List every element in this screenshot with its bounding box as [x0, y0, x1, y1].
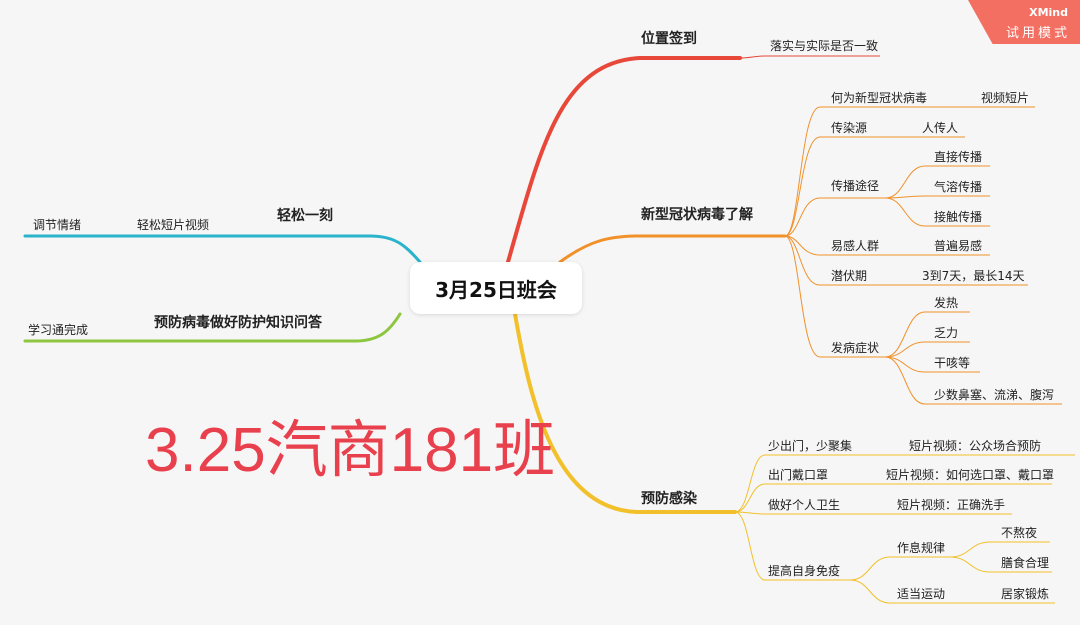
subtopic-regular-rest[interactable]: 作息规律	[897, 541, 946, 555]
leaf-mood[interactable]: 调节情绪	[33, 218, 82, 232]
leaf-mask-video[interactable]: 短片视频：如何选口罩、戴口罩	[886, 468, 1055, 482]
subtopic-what-virus[interactable]: 何为新型冠状病毒	[831, 91, 928, 105]
root-topic[interactable]: 3月25日班会	[410, 262, 582, 314]
leaf-no-late-nights[interactable]: 不熬夜	[1001, 526, 1038, 540]
topic-prevent[interactable]: 预防感染	[641, 491, 697, 507]
leaf-symptom-cough[interactable]: 干咳等	[934, 356, 971, 370]
branch-virus-line	[558, 234, 787, 264]
subtopic-mask[interactable]: 出门戴口罩	[768, 468, 829, 482]
branch-quiz-line	[23, 312, 402, 343]
subtopic-position-check[interactable]: 落实与实际是否一致	[770, 39, 879, 53]
leaf-susceptible-all[interactable]: 普遍易感	[934, 239, 983, 253]
leaf-symptom-fatigue[interactable]: 乏力	[934, 326, 959, 340]
subtopic-relax-video[interactable]: 轻松短片视频	[137, 218, 210, 232]
topic-position[interactable]: 位置签到	[641, 31, 697, 47]
leaf-video-clip[interactable]: 视频短片	[981, 91, 1030, 105]
leaf-human-to-human[interactable]: 人传人	[922, 121, 959, 135]
subtopic-susceptible[interactable]: 易感人群	[831, 239, 880, 253]
subtopic-hygiene[interactable]: 做好个人卫生	[768, 498, 841, 512]
leaf-route-direct[interactable]: 直接传播	[934, 150, 983, 164]
leaf-public-prevention-video[interactable]: 短片视频：公众场合预防	[909, 439, 1042, 453]
class-watermark: 3.25汽商181班	[145, 416, 556, 485]
brand-label: XMind	[1029, 6, 1068, 19]
trial-mode-label: 试用模式	[1005, 26, 1070, 41]
leaf-balanced-diet[interactable]: 膳食合理	[1001, 556, 1050, 570]
leaf-home-exercise[interactable]: 居家锻炼	[1001, 587, 1050, 601]
leaf-handwash-video[interactable]: 短片视频：正确洗手	[897, 498, 1006, 512]
subtopic-immunity[interactable]: 提高自身免疫	[768, 564, 841, 578]
topic-virus[interactable]: 新型冠状病毒了解	[641, 207, 753, 223]
leaf-route-aerosol[interactable]: 气溶传播	[934, 180, 983, 194]
leaf-incubation-days[interactable]: 3到7天，最长14天	[922, 269, 1025, 283]
subtopic-stay-home[interactable]: 少出门，少聚集	[768, 439, 853, 453]
branch-relax-line	[23, 234, 422, 264]
leaf-symptom-other[interactable]: 少数鼻塞、流涕、腹泻	[934, 388, 1055, 402]
subtopic-quiz-platform[interactable]: 学习通完成	[28, 323, 89, 337]
subtopic-source[interactable]: 传染源	[831, 121, 868, 135]
subtopic-symptoms[interactable]: 发病症状	[831, 341, 880, 355]
branch-position-line	[506, 56, 742, 264]
leaf-route-contact[interactable]: 接触传播	[934, 210, 983, 224]
subtopic-route[interactable]: 传播途径	[831, 179, 880, 193]
leaf-symptom-fever[interactable]: 发热	[934, 296, 959, 310]
branch-prevent-line	[513, 312, 737, 514]
subtopic-exercise[interactable]: 适当运动	[897, 587, 946, 601]
topic-quiz[interactable]: 预防病毒做好防护知识问答	[154, 315, 322, 331]
subtopic-incubation[interactable]: 潜伏期	[831, 269, 868, 283]
topic-relax[interactable]: 轻松一刻	[277, 208, 333, 224]
